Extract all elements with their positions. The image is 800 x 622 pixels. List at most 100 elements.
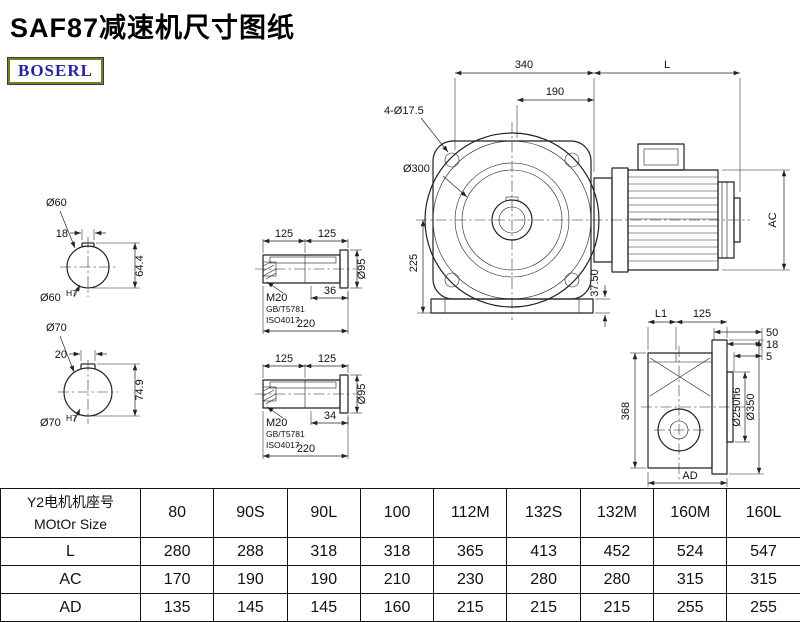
- cell: 160: [359, 593, 435, 622]
- label-d60: Ø60: [46, 197, 67, 209]
- cell: 365: [433, 537, 508, 566]
- brand-text: BOSERL: [18, 61, 93, 80]
- cell: 255: [653, 593, 728, 622]
- motor-size-header: Y2电机机座号 MOtOr Size: [0, 488, 141, 538]
- col-header-100: 100: [359, 488, 435, 538]
- dim-350: Ø350: [745, 394, 757, 421]
- dimension-table: Y2电机机座号 MOtOr Size 80 90S 90L 100 112M 1…: [0, 488, 800, 622]
- cell: 145: [213, 593, 288, 622]
- dim-36: 36: [324, 285, 336, 297]
- motor: [593, 143, 741, 273]
- col-header-80: 80: [139, 488, 215, 538]
- dim-34: 34: [324, 410, 336, 422]
- cell: 135: [139, 593, 215, 622]
- dim-18: 18: [766, 339, 778, 351]
- dim-50: 50: [766, 327, 778, 339]
- cell: 315: [726, 565, 800, 594]
- col-header-112m: 112M: [433, 488, 508, 538]
- shaft-end-view-2: Ø70 20 74.9 Ø70 H7: [40, 322, 146, 429]
- bore-callout-d60: Ø60: [40, 292, 61, 304]
- table-row-AC: AC 170 190 190 210 230 280 280 315 315: [0, 565, 800, 594]
- std-gb: GB/T5781: [266, 429, 305, 439]
- bore-callout-d70: Ø70: [40, 417, 61, 429]
- motor-size-header-en: MOtOr Size: [33, 516, 108, 532]
- front-view: 340 L 190 4-Ø17.5 Ø300 225 37.50 AC: [384, 59, 790, 327]
- cell: 280: [506, 565, 581, 594]
- cell: 145: [286, 593, 361, 622]
- technical-drawing: 340 L 190 4-Ø17.5 Ø300 225 37.50 AC: [40, 59, 790, 487]
- dim-125b: 125: [318, 228, 336, 240]
- dim-AC: AC: [767, 212, 779, 227]
- bore-tol-h7: H7: [66, 288, 77, 298]
- cell: 288: [213, 537, 288, 566]
- brand-logo: BOSERL: [7, 57, 104, 85]
- dim-225: 225: [408, 254, 420, 272]
- cell: 170: [139, 565, 215, 594]
- col-header-132m: 132M: [579, 488, 655, 538]
- col-header-90s: 90S: [213, 488, 288, 538]
- bolt-hole: [444, 152, 460, 168]
- dim-64-4: 64.4: [134, 255, 146, 276]
- cell: 215: [579, 593, 655, 622]
- dim-L1: L1: [655, 308, 667, 320]
- row-label-AD: AD: [0, 593, 141, 622]
- bolt-hole: [564, 272, 580, 288]
- side-view: L1 125 50 18 5 368 Ø250h6 Ø350: [620, 308, 778, 487]
- dim-95: Ø95: [356, 259, 368, 280]
- shaft-side-view-1: 125 125 M20 GB/T5781 ISO4017 36 220 Ø95: [255, 228, 368, 334]
- bolt-hole: [564, 152, 580, 168]
- std-iso: ISO4017: [266, 440, 300, 450]
- bolt-hole: [444, 272, 460, 288]
- dim-L: L: [664, 59, 670, 71]
- label-d70: Ø70: [46, 322, 67, 334]
- row-label-L: L: [0, 537, 141, 566]
- page-title: SAF87减速机尺寸图纸: [10, 13, 296, 43]
- table-row-AD: AD 135 145 145 160 215 215 215 255 255: [0, 593, 800, 622]
- shaft-side-view-2: 125 125 M20 GB/T5781 ISO4017 34 220 Ø95: [255, 353, 368, 459]
- cell: 255: [726, 593, 800, 622]
- cell: 452: [579, 537, 655, 566]
- cell: 315: [653, 565, 728, 594]
- cell: 215: [506, 593, 581, 622]
- std-gb: GB/T5781: [266, 304, 305, 314]
- cell: 190: [213, 565, 288, 594]
- col-header-160m: 160M: [653, 488, 728, 538]
- cell: 210: [359, 565, 435, 594]
- holes-callout: 4-Ø17.5: [384, 105, 424, 117]
- terminal-box: [637, 143, 685, 171]
- cell: 318: [286, 537, 361, 566]
- cell: 190: [286, 565, 361, 594]
- cell: 524: [653, 537, 728, 566]
- std-iso: ISO4017: [266, 315, 300, 325]
- dim-keyway-20: 20: [55, 349, 67, 361]
- dim-125b: 125: [318, 353, 336, 365]
- dim-AD: AD: [682, 470, 697, 482]
- dim-220: 220: [297, 443, 315, 455]
- dim-95: Ø95: [356, 384, 368, 405]
- cell: 413: [506, 537, 581, 566]
- dim-125a: 125: [275, 228, 293, 240]
- col-header-132s: 132S: [506, 488, 581, 538]
- table-row-L: L 280 288 318 318 365 413 452 524 547: [0, 537, 800, 566]
- dim-368: 368: [620, 402, 632, 420]
- dim-125: 125: [693, 308, 711, 320]
- dim-340: 340: [515, 59, 533, 71]
- dim-37-5: 37.50: [589, 269, 601, 297]
- dim-keyway-18: 18: [56, 228, 68, 240]
- dim-5: 5: [766, 351, 772, 363]
- dim-250h6: Ø250h6: [731, 387, 743, 426]
- cell: 318: [359, 537, 435, 566]
- cell: 215: [433, 593, 508, 622]
- dim-220: 220: [297, 318, 315, 330]
- table-header-row: Y2电机机座号 MOtOr Size 80 90S 90L 100 112M 1…: [0, 488, 800, 538]
- thread-callout-m20: M20: [266, 417, 287, 429]
- dim-125a: 125: [275, 353, 293, 365]
- cell: 280: [579, 565, 655, 594]
- thread-callout-m20: M20: [266, 292, 287, 304]
- col-header-160l: 160L: [726, 488, 800, 538]
- flange-dia-callout: Ø300: [403, 163, 430, 175]
- row-label-AC: AC: [0, 565, 141, 594]
- cell: 230: [433, 565, 508, 594]
- motor-size-header-cn: Y2电机机座号: [26, 494, 115, 510]
- cell: 547: [726, 537, 800, 566]
